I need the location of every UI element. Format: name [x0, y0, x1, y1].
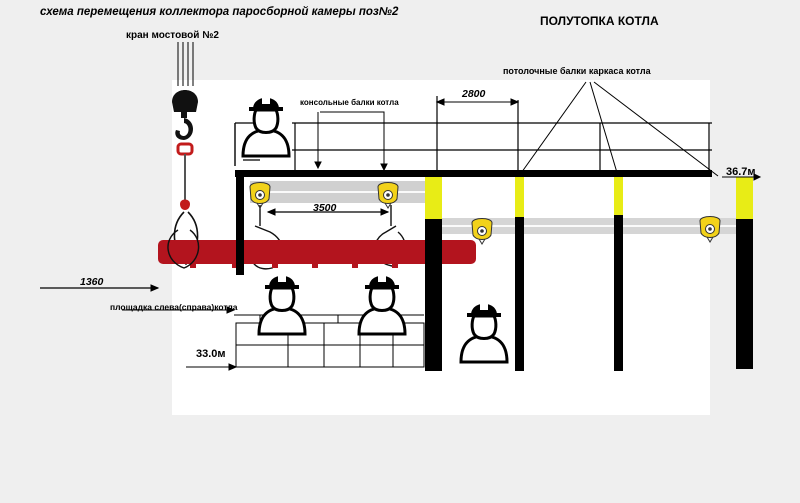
column: [614, 177, 623, 371]
dimension-1360: [40, 284, 160, 292]
console-post: [236, 177, 244, 275]
console-beams-callout: [314, 111, 388, 172]
section-title: ПОЛУТОПКА КОТЛА: [540, 14, 659, 28]
level-36-arrow: [722, 173, 762, 181]
dimension-3500-label: 3500: [313, 202, 337, 214]
level-lower-label: 33.0м: [196, 348, 226, 360]
dimension-2800-label: 2800: [462, 88, 486, 100]
dimension-2800: [435, 98, 520, 106]
console-beams-label: консольные балки котла: [300, 98, 399, 107]
column: [515, 177, 524, 371]
ceiling-beams-label: потолочные балки каркаса котла: [503, 66, 651, 76]
dimension-3500: [266, 208, 390, 216]
crane-label: кран мостовой №2: [126, 30, 219, 41]
main-beam: [235, 170, 712, 177]
column: [736, 177, 753, 369]
level-33-arrow: [186, 363, 238, 371]
upper-railing: [234, 96, 712, 170]
crane-hook-icon: [172, 42, 199, 266]
platform-callout: [122, 306, 236, 314]
ceiling-beams-callout: [518, 81, 719, 177]
column: [425, 177, 442, 371]
dimension-1360-label: 1360: [80, 276, 104, 288]
level-upper-label: 36.7м: [726, 166, 756, 178]
diagram-title: схема перемещения коллектора паросборной…: [40, 6, 399, 18]
platform-label: площадка слева(справа)котла: [110, 302, 238, 312]
